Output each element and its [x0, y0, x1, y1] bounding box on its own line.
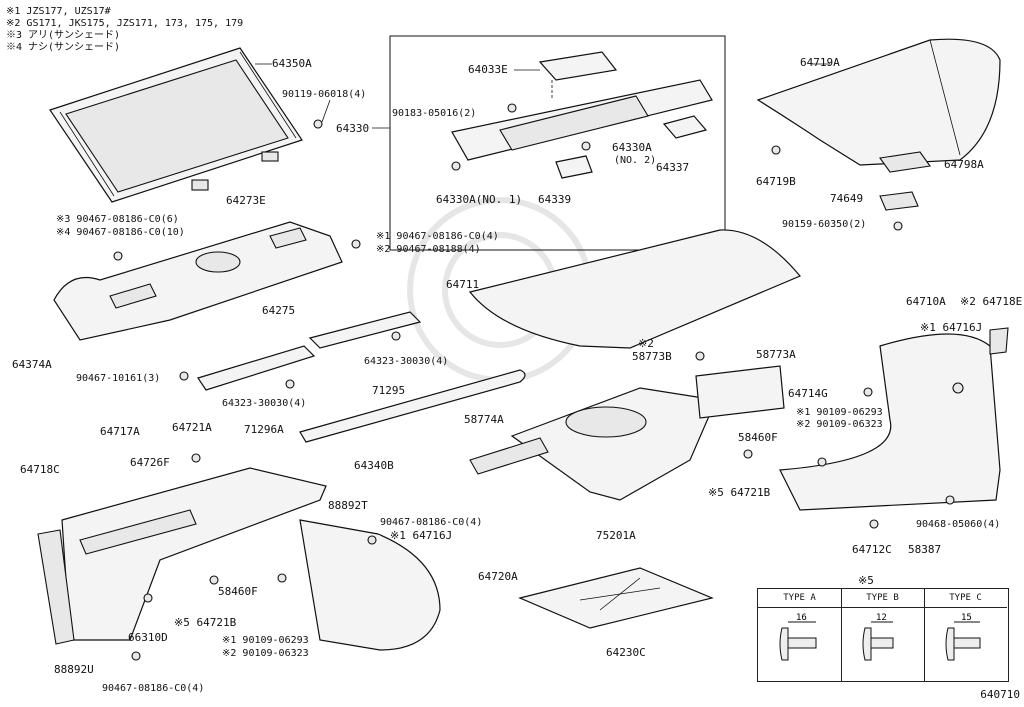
rear-shelf-64275	[53, 221, 361, 341]
callout-64340B: 64340B	[354, 459, 394, 472]
sunshade-64350A	[49, 47, 323, 203]
callout-58460F-a: 58460F	[738, 431, 778, 444]
callout-74649: 74649	[830, 192, 864, 205]
callout-64720A: 64720A	[478, 570, 518, 583]
clip-c-icon: 15	[945, 613, 981, 661]
applicability-notes: ※1 JZS177, UZS17# ※2 GS171, JKS175, JZS1…	[6, 6, 243, 54]
callout-90467-8188: ※2 90467-08188(4)	[376, 244, 481, 255]
callout-64718C: 64718C	[20, 463, 60, 476]
callout-64721B-a: ※5 64721B	[708, 486, 771, 499]
callout-71296A: 71296A	[244, 423, 284, 436]
callout-90467-c0-4b: 90467-08186-C0(4)	[380, 517, 483, 528]
callout-90183: 90183-05016(2)	[392, 108, 477, 119]
callout-64716J-b: ※1 64716J	[390, 529, 453, 542]
callout-64330A-no2: 64330A	[612, 141, 652, 154]
callout-64273E: 64273E	[226, 194, 266, 207]
callout-64719B: 64719B	[756, 175, 796, 188]
legend-type-b: TYPE B 12	[841, 589, 925, 681]
callout-90467-c0-4c: 90467-08186-C0(4)	[102, 683, 205, 694]
callout-58773B-note: ※2	[638, 337, 654, 350]
callout-88892T: 88892T	[328, 499, 368, 512]
callout-64330A-no1: 64330A(NO. 1)	[436, 193, 523, 206]
side-trim-64710A	[743, 327, 1009, 529]
callout-64323-b: 64323-30030(4)	[222, 398, 307, 409]
callout-90159: 90159-60350(2)	[782, 219, 867, 230]
callout-90467-c0-10: ※4 90467-08186-C0(10)	[56, 227, 185, 238]
callout-64711: 64711	[446, 278, 480, 291]
cargo-net-64230C	[518, 567, 714, 629]
callout-58773B: 58773B	[632, 350, 672, 363]
legend-title: ※5	[858, 574, 874, 587]
callout-90109-d: ※2 90109-06323	[222, 648, 309, 659]
callout-64721B-b: ※5 64721B	[174, 616, 237, 629]
package-tray-64719A	[756, 38, 1001, 231]
callout-90468: 90468-05060(4)	[916, 519, 1001, 530]
callout-64712C: 64712C	[852, 543, 892, 556]
callout-88892U: 88892U	[54, 663, 94, 676]
callout-58387: 58387	[908, 543, 942, 556]
callout-90467-10161: 90467-10161(3)	[76, 373, 161, 384]
callout-64716J-a: ※1 64716J	[920, 321, 983, 334]
lead-90119	[321, 99, 331, 123]
trim-71295	[179, 311, 526, 443]
legend-type-b-label: TYPE B	[841, 589, 924, 608]
callout-58774A: 58774A	[464, 413, 504, 426]
callout-90109-c: ※1 90109-06293	[222, 635, 309, 646]
spare-tray-75201A	[469, 351, 785, 501]
clip-a-icon: 16	[779, 613, 817, 661]
callout-90109-highlighted[interactable]: 90109-06293	[816, 407, 883, 418]
note-4: ※4 ナシ(サンシェード)	[6, 42, 121, 53]
callout-64714G: 64714G	[788, 387, 828, 400]
clip-b-icon: 12	[862, 613, 894, 661]
callout-90109-a-prefix: ※1	[796, 407, 817, 418]
callout-90109-a: ※1 90109-06293	[796, 407, 883, 418]
callout-75201A: 75201A	[596, 529, 636, 542]
assembly-box-64330	[389, 35, 726, 251]
callout-64726F: 64726F	[130, 456, 170, 469]
callout-64323-a: 64323-30030(4)	[364, 356, 449, 367]
callout-64721A: 64721A	[172, 421, 212, 434]
callout-64350A: 64350A	[272, 57, 312, 70]
callout-90467-c0-4a: ※1 90467-08186-C0(4)	[376, 231, 499, 242]
callout-64330A-no2-suffix: (NO. 2)	[614, 155, 657, 166]
callout-64374A: 64374A	[12, 358, 52, 371]
tray-64330	[451, 51, 713, 179]
floor-mat-64711	[468, 229, 801, 349]
callout-64230C: 64230C	[606, 646, 646, 659]
note-3: ※3 アリ(サンシェード)	[6, 30, 121, 41]
legend-type-a-label: TYPE A	[758, 589, 841, 608]
figure-code: 640710	[980, 688, 1020, 701]
inner-trim-64720A	[299, 519, 441, 651]
legend-type-a: TYPE A 16	[758, 589, 842, 681]
callout-64710A: 64710A	[906, 295, 946, 308]
callout-66310D: 66310D	[128, 631, 168, 644]
callout-90467-c0-6: ※3 90467-08186-C0(6)	[56, 214, 179, 225]
note-1: ※1 JZS177, UZS17#	[6, 6, 111, 17]
clip-type-legend: TYPE A 16 TYPE B 12 TYPE C 15	[757, 588, 1009, 682]
legend-type-c-label: TYPE C	[924, 589, 1007, 608]
callout-64339: 64339	[538, 193, 572, 206]
callout-64719A: 64719A	[800, 56, 840, 69]
callout-64330: 64330	[336, 122, 370, 135]
side-trim-64717A	[37, 453, 327, 661]
callout-71295: 71295	[372, 384, 406, 397]
callout-64718E: ※2 64718E	[960, 295, 1023, 308]
callout-58460F-b: 58460F	[218, 585, 258, 598]
legend-type-c: TYPE C 15	[924, 589, 1007, 681]
callout-64033E: 64033E	[468, 63, 508, 76]
clip-b-dim: 12	[876, 613, 887, 623]
callout-90109-b: ※2 90109-06323	[796, 419, 883, 430]
callout-64798A: 64798A	[944, 158, 984, 171]
clip-c-dim: 15	[961, 613, 972, 623]
callout-90119: 90119-06018(4)	[282, 89, 367, 100]
callout-64275: 64275	[262, 304, 296, 317]
callout-58773A: 58773A	[756, 348, 796, 361]
callout-64337: 64337	[656, 161, 690, 174]
callout-64717A: 64717A	[100, 425, 140, 438]
note-2: ※2 GS171, JKS175, JZS171, 173, 175, 179	[6, 18, 244, 29]
clip-a-dim: 16	[796, 613, 807, 623]
